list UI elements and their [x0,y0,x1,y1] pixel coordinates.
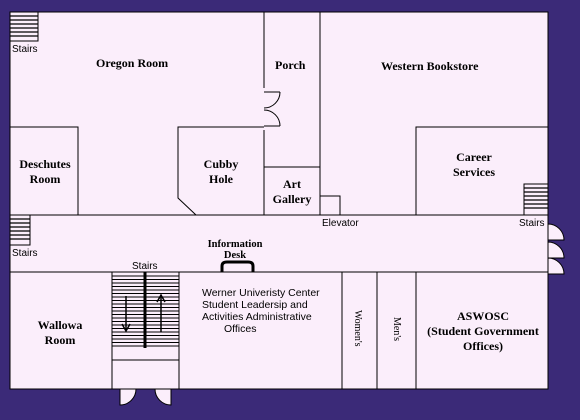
career-services-wall [415,126,548,215]
elevator-box [319,195,341,216]
stairs-mid-right-icon [523,183,549,216]
deschutes-wall [10,126,79,215]
stairs-center-icon [112,272,179,348]
western-bookstore-label: Western Bookstore [381,59,479,73]
cubby-hole-wall [177,126,264,216]
stairs-top-left-label: Stairs [12,44,38,55]
aswosc-label: ASWOSC (Student Government Offices) [427,309,539,353]
floor-area [9,11,549,390]
elevator-label: Elevator [322,218,359,229]
east-doors-icon [547,222,565,275]
stairs-mid-left-icon [9,214,31,246]
stairs-mid-right-label: Stairs [519,218,545,229]
south-doors-icon [119,388,172,406]
information-desk-icon [220,260,255,272]
stairs-mid-left-label: Stairs [12,248,38,259]
werner-center-label: Werner Univeristy Center Student Leaders… [202,287,320,335]
porch-door-icon [263,91,281,127]
stairs-center-label: Stairs [132,261,158,272]
stairs-top-left-icon [9,11,39,42]
womens-restroom-label: Women's [352,310,363,347]
oregon-room-label: Oregon Room [96,56,169,70]
mens-restroom-label: Men's [391,317,402,342]
porch-label: Porch [275,58,306,72]
